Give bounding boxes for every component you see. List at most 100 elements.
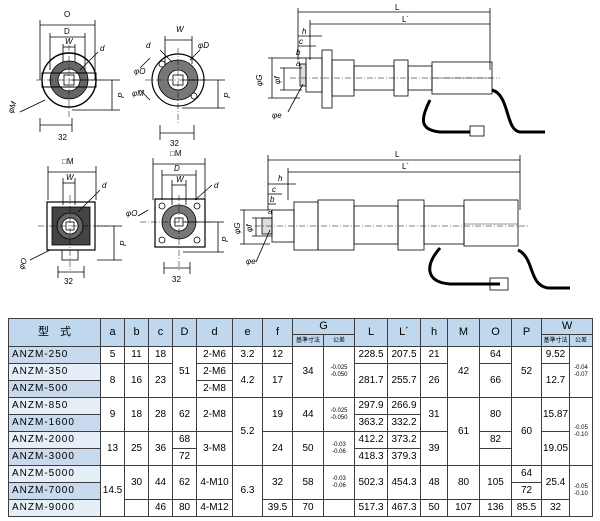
header-G: G	[292, 318, 355, 335]
cell-f: 17	[262, 363, 293, 398]
label-32-3: 32	[64, 277, 73, 286]
table-row: ANZM-500 2-M8	[8, 380, 593, 398]
cell-h: 31	[420, 397, 448, 432]
cell-W: 9.52	[541, 346, 570, 364]
label-phiO: φO	[134, 67, 145, 76]
label-a: a	[296, 59, 301, 68]
cell-G: 50	[292, 431, 324, 466]
cell-M: 61	[447, 397, 480, 466]
cell-Lp: 255.7	[387, 363, 421, 398]
label-phiG: φG	[255, 75, 264, 86]
label-D: D	[64, 27, 70, 36]
label-sqM-2: □M	[170, 149, 182, 158]
table-row: ANZM-5000 14.5 30 44 62 4-M10 6.3 32 58 …	[8, 465, 594, 517]
header-O: O	[479, 318, 512, 347]
cell-O	[479, 448, 512, 466]
cell-b: 25	[124, 431, 149, 466]
technical-drawings: O D W d φM P 32 W d φO φM φD P 32 L L´ h…	[6, 3, 570, 291]
cell-P: 60	[511, 397, 542, 466]
label-phiG-2: φG	[233, 223, 242, 234]
cell-Lp: 207.5	[387, 346, 421, 364]
cell-L: 281.7	[354, 363, 388, 398]
cell-D: 68	[172, 431, 197, 449]
model-cell: ANZM-350	[8, 363, 101, 381]
cell-b: 11	[124, 346, 149, 364]
cell-O: 80	[479, 397, 512, 432]
header-L: L	[354, 318, 388, 347]
cell-D: 72	[172, 448, 197, 466]
table-row: ANZM-9000 46 80 4-M12 39.5 70 517.3 467.…	[8, 499, 593, 517]
header-f: f	[262, 318, 293, 347]
label-b: b	[296, 48, 301, 57]
label-c-2: c	[272, 185, 276, 194]
header-G-std: 基準寸法	[292, 334, 324, 347]
label-P: P	[117, 92, 126, 98]
cell-e: 6.3	[232, 465, 263, 517]
header-c: c	[148, 318, 173, 347]
cell-h: 26	[420, 363, 448, 398]
header-D: D	[172, 318, 197, 347]
cell-c: 23	[148, 363, 173, 398]
cell-W: 32	[541, 499, 570, 517]
label-b-2: b	[270, 195, 275, 204]
header-b: b	[124, 318, 149, 347]
label-phiM: φM	[6, 100, 19, 115]
cell-b: 16	[124, 363, 149, 398]
cell-e: 5.2	[232, 397, 263, 466]
header-a: a	[100, 318, 125, 347]
header-type: 型 式	[8, 318, 101, 347]
table-row: ANZM-350 8 16 23 2-M6 4.2 17 281.7 255.7…	[8, 363, 593, 398]
cell-G: 70	[292, 499, 324, 517]
cell-D: 51	[172, 346, 197, 398]
cell-D: 62	[172, 465, 197, 500]
label-d-4: d	[214, 181, 219, 190]
cell-O: 66	[479, 363, 512, 398]
label-P-3: P	[119, 240, 128, 246]
label-W-4: W	[176, 175, 185, 184]
label-phiM-2: φM	[132, 89, 144, 98]
end-view-bottom-1	[29, 166, 122, 278]
cell-L: 418.3	[354, 448, 388, 466]
model-cell: ANZM-9000	[8, 499, 101, 517]
label-phif: φf	[273, 76, 282, 84]
cell-G-tol: -0.03-0.06	[323, 465, 355, 500]
cell-W-tol: -0.05-0.10	[568, 397, 594, 466]
cell-M: 42	[447, 346, 480, 398]
cell-G-tol	[323, 499, 355, 517]
cell-a: 13	[100, 431, 125, 466]
spec-table: 型 式 a b c D d e f G L L´ h M O P W 基準寸法 …	[8, 318, 594, 517]
cell-P: 85.5	[511, 499, 542, 517]
label-phiD: φD	[198, 41, 209, 50]
cell-Lp: 332.2	[387, 414, 421, 432]
label-D-2: D	[174, 164, 180, 173]
label-c: c	[299, 37, 303, 46]
cell-W-tol: -0.05-0.10	[568, 465, 594, 517]
label-phiO-3: φO	[126, 209, 137, 218]
header-h: h	[420, 318, 448, 347]
model-cell: ANZM-1600	[8, 414, 101, 432]
cell-d: 2-M8	[196, 380, 233, 398]
label-h: h	[302, 27, 307, 36]
cell-h: 39	[420, 431, 448, 466]
cell-Lp: 373.2	[387, 431, 421, 449]
header-M: M	[447, 318, 480, 347]
label-a-2: a	[268, 207, 273, 216]
cell-L: 517.3	[354, 499, 388, 517]
cell-L: 412.2	[354, 431, 388, 449]
cell-c: 18	[148, 346, 173, 364]
cell-Lp: 266.9	[387, 397, 421, 415]
cell-O: 64	[479, 346, 512, 364]
label-d-2: d	[146, 41, 151, 50]
cell-c: 36	[148, 431, 173, 466]
cell-W: 19.05	[541, 431, 570, 466]
end-view-top-2	[139, 36, 225, 140]
cell-h: 48	[420, 465, 448, 500]
cell-b	[124, 499, 149, 517]
cell-P: 64	[511, 465, 542, 483]
label-sqM: □M	[62, 157, 74, 166]
cell-c: 44	[148, 465, 173, 500]
cell-Lp: 379.3	[387, 448, 421, 466]
cell-Lp: 467.3	[387, 499, 421, 517]
label-P-2: P	[223, 92, 232, 98]
model-cell: ANZM-7000	[8, 482, 101, 500]
